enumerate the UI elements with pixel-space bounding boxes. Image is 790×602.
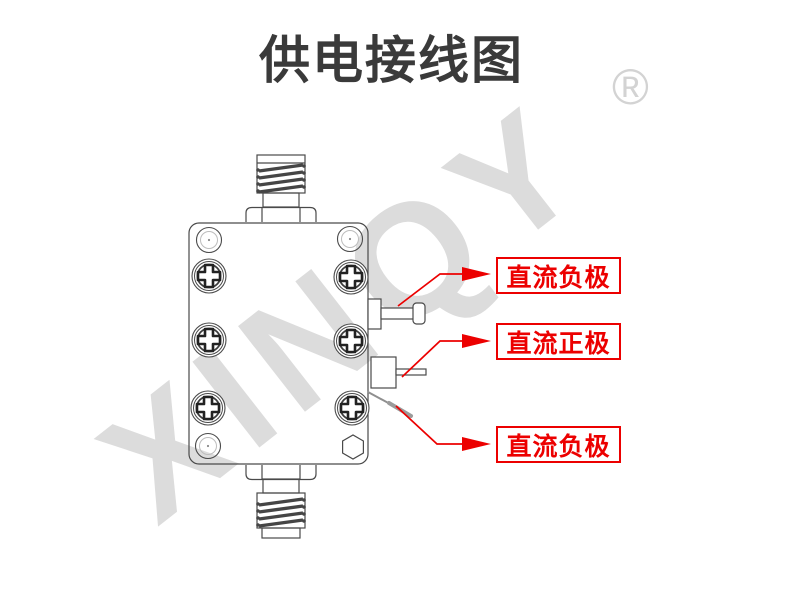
arrowhead-icon — [462, 267, 491, 281]
phillips-screw-icon — [333, 389, 371, 427]
label-text: 直流负极 — [506, 263, 611, 292]
phillips-screw-icon — [190, 321, 228, 359]
arrow-dc-negative-top — [397, 273, 463, 307]
phillips-screw-icon — [332, 322, 370, 360]
sma-connector-top-icon — [245, 154, 317, 222]
arrowhead-icon — [462, 437, 491, 451]
mounting-hole — [194, 432, 222, 460]
page-title: 供电接线图 — [259, 32, 525, 89]
label-dc-positive: 直流正极 — [496, 323, 621, 360]
arrow-dc-positive — [401, 340, 463, 378]
label-text: 直流正极 — [506, 329, 611, 358]
mounting-hole — [336, 225, 364, 253]
phillips-screw-icon — [332, 258, 370, 296]
dc-negative-feedthrough-pin — [367, 298, 426, 330]
registered-trademark-icon: ® — [612, 59, 649, 115]
ground-wire — [367, 391, 413, 418]
sma-connector-bottom-icon — [245, 465, 317, 539]
label-dc-negative-top: 直流负极 — [496, 257, 621, 294]
arrowhead-icon — [462, 334, 491, 348]
phillips-screw-icon — [190, 257, 228, 295]
dc-positive-terminal — [370, 356, 427, 389]
mounting-hole — [195, 226, 223, 254]
arrow-dc-negative-bottom — [395, 405, 463, 445]
label-text: 直流负极 — [506, 432, 611, 461]
phillips-screw-icon — [189, 389, 227, 427]
label-dc-negative-bottom: 直流负极 — [496, 426, 621, 463]
hex-standoff-icon — [342, 434, 364, 460]
